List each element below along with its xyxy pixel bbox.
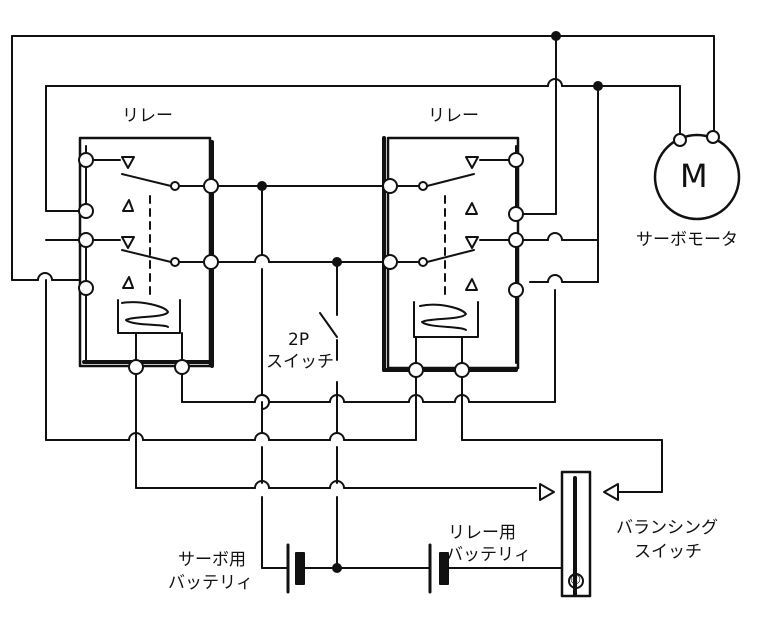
balancing-mark: © — [569, 573, 582, 588]
right-relay-label: リレー — [428, 106, 479, 126]
relay-battery — [428, 543, 449, 594]
balancing-switch-label-line1: バランシング — [616, 518, 718, 538]
wires — [11, 31, 715, 573]
servo-motor — [653, 130, 741, 221]
right-relay — [382, 136, 524, 378]
servo-motor-label: サーボモータ — [636, 230, 738, 250]
servo-battery-label-line2: バッテリィ — [168, 573, 253, 593]
left-relay-box — [78, 136, 212, 368]
motor-symbol: M — [680, 157, 708, 195]
motor-circle — [653, 133, 741, 221]
switch-2p-label-line2: スイッチ — [266, 352, 334, 372]
switch-2p-label-line1: 2P — [288, 330, 310, 350]
relay-battery-label-line2: バッテリィ — [446, 545, 531, 565]
relay-battery-label-line1: リレー用 — [448, 523, 516, 543]
right-relay-box — [386, 136, 520, 370]
servo-battery — [286, 543, 305, 594]
balancing-switch — [539, 470, 619, 598]
left-relay-label: リレー — [122, 106, 173, 126]
servo-battery-label-line1: サーボ用 — [178, 550, 246, 570]
left-relay — [78, 136, 219, 375]
balancing-switch-label-line2: スイッチ — [634, 542, 702, 562]
